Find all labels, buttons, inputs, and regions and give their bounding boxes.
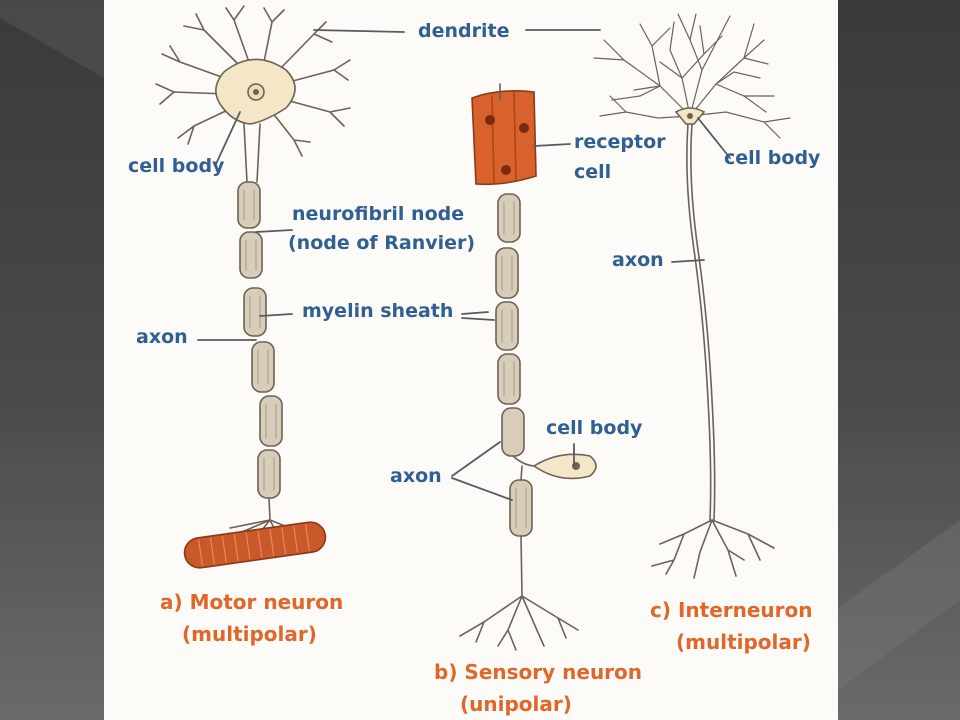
receptor-cell	[471, 90, 537, 186]
interneuron-dendrites	[593, 13, 791, 139]
sensory-cell-body	[532, 453, 597, 480]
leader-lines	[197, 29, 731, 501]
sensory-neuron	[459, 83, 597, 651]
caption-sensory-type: (unipolar)	[460, 692, 572, 716]
sensory-axon-terminal	[459, 595, 579, 651]
interneuron-axon-terminal	[651, 519, 775, 579]
label-neurofibril-node: neurofibril node	[292, 203, 465, 225]
caption-sensory-neuron: b) Sensory neuron	[434, 660, 643, 684]
label-cell: cell	[574, 161, 612, 183]
motor-dendrites	[155, 5, 351, 157]
muscle-fiber	[183, 521, 327, 569]
label-dendrite: dendrite	[418, 20, 510, 42]
caption-motor-type: (multipolar)	[182, 622, 317, 646]
interneuron	[593, 13, 791, 579]
label-axon-sensory: axon	[390, 465, 442, 487]
neuron-diagram	[155, 5, 791, 651]
label-cell-body-motor: cell body	[128, 155, 225, 177]
label-node-of-ranvier: (node of Ranvier)	[288, 232, 476, 254]
label-receptor: receptor	[574, 131, 666, 153]
label-myelin-sheath: myelin sheath	[302, 300, 454, 322]
caption-motor-neuron: a) Motor neuron	[160, 590, 344, 614]
motor-neuron	[155, 5, 351, 569]
caption-interneuron: c) Interneuron	[650, 598, 813, 622]
diagram-panel: dendrite cell body neurofibril node (nod…	[104, 0, 838, 720]
interneuron-axon	[686, 123, 716, 521]
label-axon-motor: axon	[136, 326, 188, 348]
caption-interneuron-type: (multipolar)	[676, 630, 811, 654]
motor-myelin-segments	[237, 181, 283, 499]
label-cell-body-sensory: cell body	[546, 417, 643, 439]
sensory-myelin-segments	[495, 193, 533, 537]
motor-axon-hillock	[243, 123, 261, 183]
label-axon-inter: axon	[612, 249, 664, 271]
label-cell-body-inter: cell body	[724, 147, 821, 169]
